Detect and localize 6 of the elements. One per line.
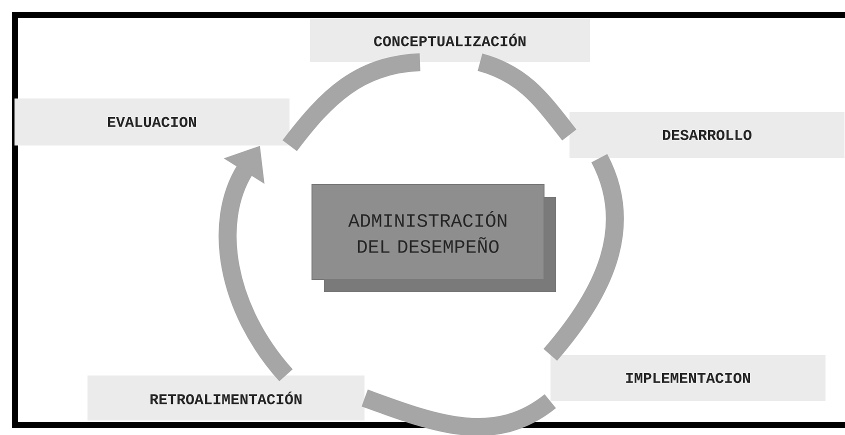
center-box: ADMINISTRACIÓN DEL DESEMPEÑO bbox=[312, 184, 556, 292]
stage-label: CONCEPTUALIZACIÓN bbox=[310, 18, 590, 62]
stage-label: RETROALIMENTACIÓN bbox=[88, 375, 364, 420]
stage-label: IMPLEMENTACION bbox=[550, 354, 826, 401]
stage-label: EVALUACION bbox=[14, 98, 290, 146]
stage-label: DESARROLLO bbox=[570, 112, 844, 158]
